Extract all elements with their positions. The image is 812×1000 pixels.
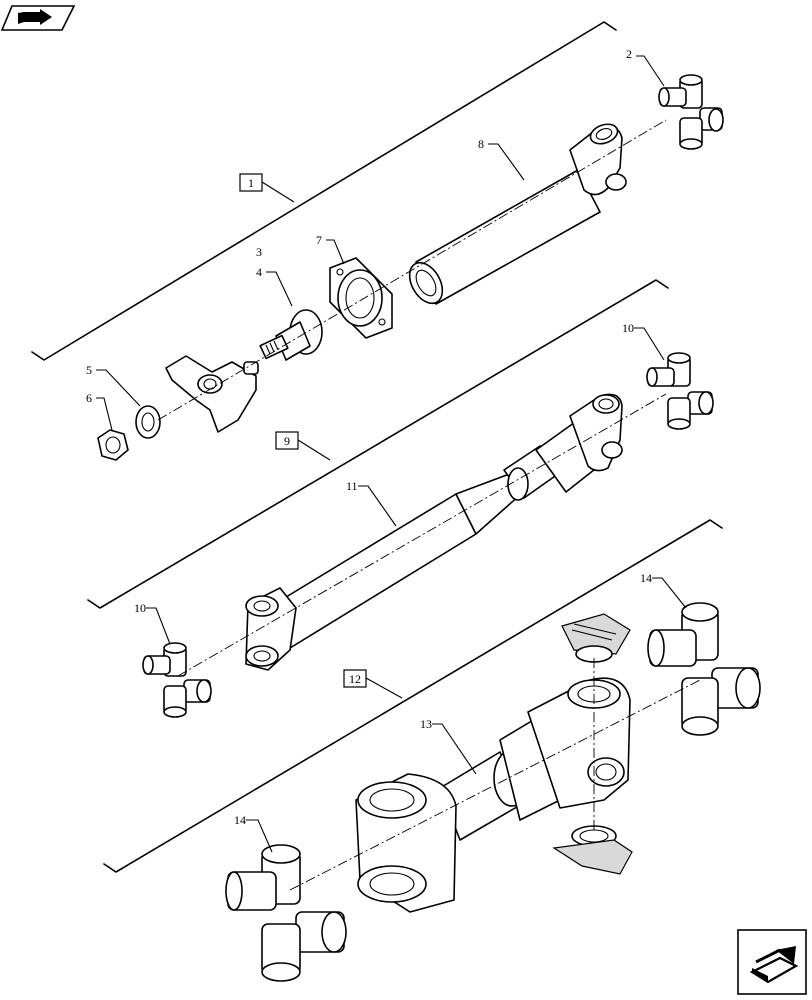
group-9: 9 (87, 279, 714, 718)
group-12: 12 (103, 519, 761, 982)
label-4: 4 (256, 265, 262, 279)
group-9-label-box (275, 431, 299, 450)
leader-14-right (652, 577, 687, 609)
book-arrow-icon[interactable] (0, 5, 76, 31)
leader-14-left (246, 819, 273, 853)
label-5: 5 (86, 363, 92, 377)
part-bearing-cap-lower (552, 825, 633, 875)
leader-5 (96, 369, 141, 407)
part-6-nut (97, 429, 129, 461)
part-11-telescopic-shaft (245, 393, 623, 671)
leader-11 (358, 485, 397, 527)
part-14-cross-left (225, 844, 347, 982)
label-13: 13 (420, 717, 432, 731)
label-3: 3 (256, 245, 262, 259)
part-bearing-cap-upper (561, 613, 631, 663)
part-2-universal-joint-cross (658, 74, 724, 150)
group-9-bracket-line (87, 279, 669, 609)
leader-2 (636, 55, 665, 87)
part-8-drive-shaft (408, 123, 627, 305)
label-10-upper: 10 (622, 321, 634, 335)
label-11: 11 (346, 479, 358, 493)
leader-4 (266, 271, 293, 307)
leader-6 (96, 397, 113, 431)
group-1-label-box (239, 173, 263, 192)
part-7-flange-bearing (329, 257, 393, 339)
group-12-bracket-line (103, 519, 723, 873)
leader-7 (326, 239, 345, 265)
label-9: 9 (284, 434, 290, 448)
part-10-cross-lower (142, 642, 212, 718)
group-1: 1 (31, 21, 724, 461)
part-13-heavy-drive-shaft (355, 677, 631, 913)
leader-10-upper (634, 327, 665, 361)
label-10-lower: 10 (134, 601, 146, 615)
part-yoke-flange (165, 355, 259, 433)
label-2: 2 (626, 47, 632, 61)
label-8: 8 (478, 137, 484, 151)
leader-8 (488, 143, 525, 181)
label-12: 12 (349, 672, 361, 686)
part-5-washer (135, 405, 161, 439)
label-6: 6 (86, 391, 92, 405)
leader-10-lower (146, 607, 171, 645)
label-14-left: 14 (234, 813, 246, 827)
label-14-right: 14 (640, 571, 652, 585)
part-3-4-yoke-spindle (259, 309, 323, 361)
part-14-cross-right (647, 602, 761, 736)
next-page-arrow-icon[interactable] (737, 929, 807, 995)
group-1-bracket-line (31, 21, 617, 361)
part-10-cross-upper (646, 352, 714, 430)
leader-13 (432, 723, 477, 775)
group-12-label-box (343, 669, 367, 688)
label-1: 1 (248, 176, 254, 190)
label-7: 7 (316, 233, 322, 247)
